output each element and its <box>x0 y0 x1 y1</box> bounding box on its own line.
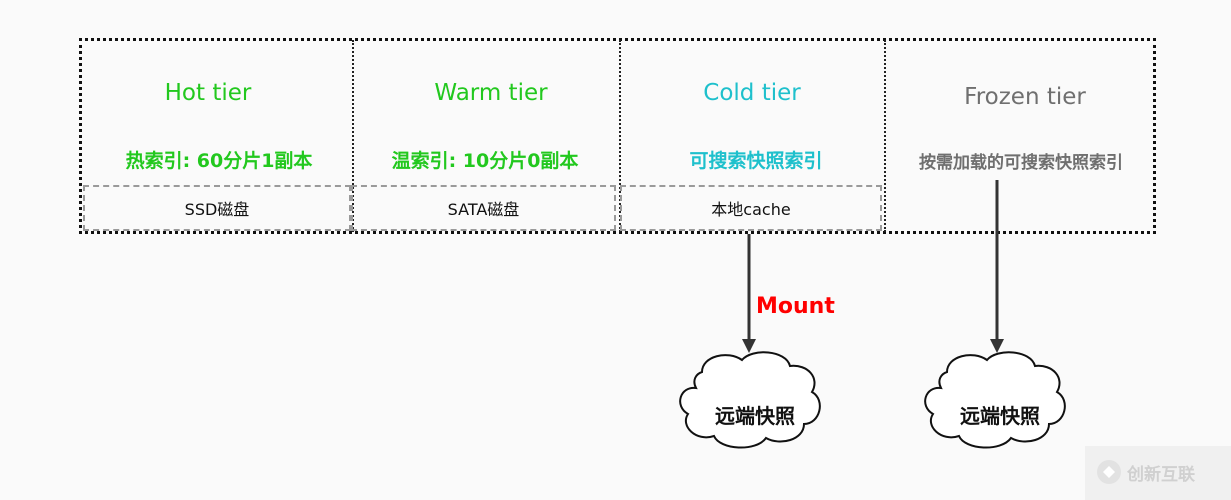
warm-tier-storage: SATA磁盘 <box>351 185 616 231</box>
divider-cold-frozen <box>884 40 886 232</box>
warm-tier-subtitle: 温索引: 10分片0副本 <box>391 150 579 172</box>
hot-tier-storage: SSD磁盘 <box>83 185 351 231</box>
remote-snapshot-label-frozen: 远端快照 <box>960 404 1040 428</box>
frozen-tier-subtitle: 按需加载的可搜索快照索引 <box>919 153 1123 173</box>
cloud-icon <box>679 351 821 449</box>
watermark-text: 创新互联 <box>1127 465 1195 485</box>
watermark: 创新互联 <box>1085 446 1231 500</box>
cold-tier-subtitle: 可搜索快照索引 <box>689 150 823 172</box>
divider-hot-warm <box>352 40 354 232</box>
warm-tier-title: Warm tier <box>434 80 548 106</box>
divider-warm-cold <box>619 40 621 232</box>
frozen-tier-title: Frozen tier <box>964 84 1086 110</box>
watermark-logo-icon <box>1097 460 1121 484</box>
cold-tier-storage: 本地cache <box>620 185 882 231</box>
tiers-container <box>79 38 1156 234</box>
mount-label: Mount <box>756 294 835 319</box>
remote-snapshot-label-cold: 远端快照 <box>715 404 795 428</box>
hot-tier-title: Hot tier <box>164 80 252 106</box>
cloud-icon <box>924 351 1066 449</box>
hot-tier-subtitle: 热索引: 60分片1副本 <box>125 150 313 172</box>
cold-tier-title: Cold tier <box>703 80 801 106</box>
